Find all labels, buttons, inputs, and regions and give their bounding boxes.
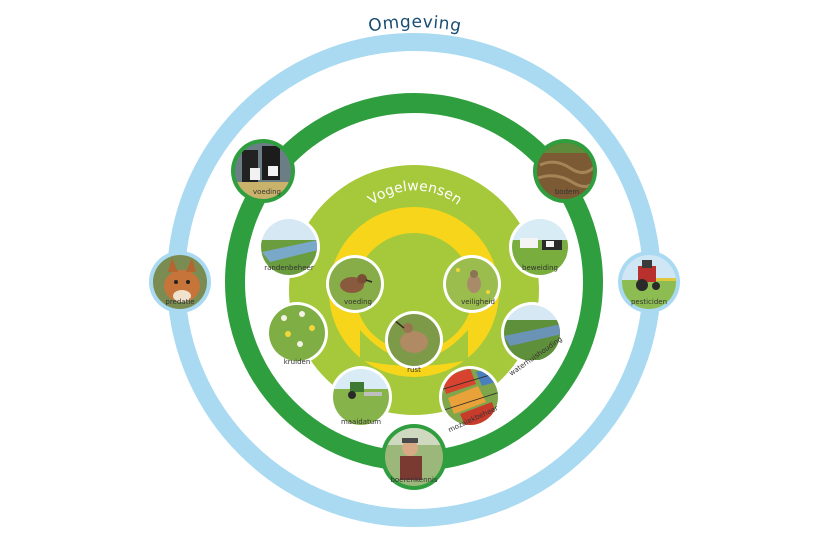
node-rust: rust — [385, 311, 443, 374]
veiligheid-label: veiligheid — [461, 298, 495, 306]
weidemogelijkheden-title: Weidemogelijkheden — [334, 125, 496, 167]
farmer-photo-icon — [385, 428, 443, 486]
randenbeheer-label: randenbeheer — [264, 264, 314, 272]
kruiden-label: kruiden — [284, 358, 311, 366]
voeding-farm-label: voeding — [253, 188, 281, 196]
node-bodem: bodem — [533, 139, 597, 203]
node-voeding-farm: voeding — [231, 139, 295, 203]
chick-photo-icon — [329, 258, 381, 310]
fox-photo-icon — [153, 255, 207, 309]
node-beweiding: beweiding — [509, 216, 571, 278]
node-pesticiden: pesticiden — [618, 251, 680, 313]
beweiding-label: beweiding — [522, 264, 558, 272]
water-ditch-photo-icon — [504, 305, 560, 360]
pesticiden-label: pesticiden — [631, 298, 667, 306]
hiding-chick-photo-icon — [446, 258, 498, 310]
node-randenbeheer: randenbeheer — [258, 216, 320, 278]
bedrijfsvoering-title: Bedrijfsvoering — [351, 66, 479, 95]
node-mozaiekbeheer: mozaïekbeheer — [439, 366, 501, 434]
voeding-bird-label: voeding — [344, 298, 372, 306]
maaidatum-label: maaidatum — [341, 418, 381, 426]
vogelwensen-bottom-fill — [360, 330, 468, 366]
node-predatie: predatie — [149, 251, 211, 313]
godwit-nest-photo-icon — [388, 314, 440, 366]
bodem-label: bodem — [555, 188, 579, 196]
node-maaidatum: maaidatum — [330, 366, 392, 428]
soil-photo-icon — [537, 143, 593, 199]
node-boer: boerenkennis — [381, 424, 447, 490]
node-kruiden: kruiden — [266, 302, 328, 366]
cows-eating-photo-icon — [235, 143, 291, 199]
rust-label: rust — [407, 366, 421, 374]
node-veiligheid: veiligheid — [443, 255, 501, 313]
node-voeding-bird: voeding — [326, 255, 384, 313]
boer-label: boerenkennis — [390, 476, 437, 484]
predatie-label: predatie — [165, 298, 194, 306]
meadow-flowers-photo-icon — [269, 305, 325, 361]
omgeving-title: Omgeving — [367, 12, 463, 36]
